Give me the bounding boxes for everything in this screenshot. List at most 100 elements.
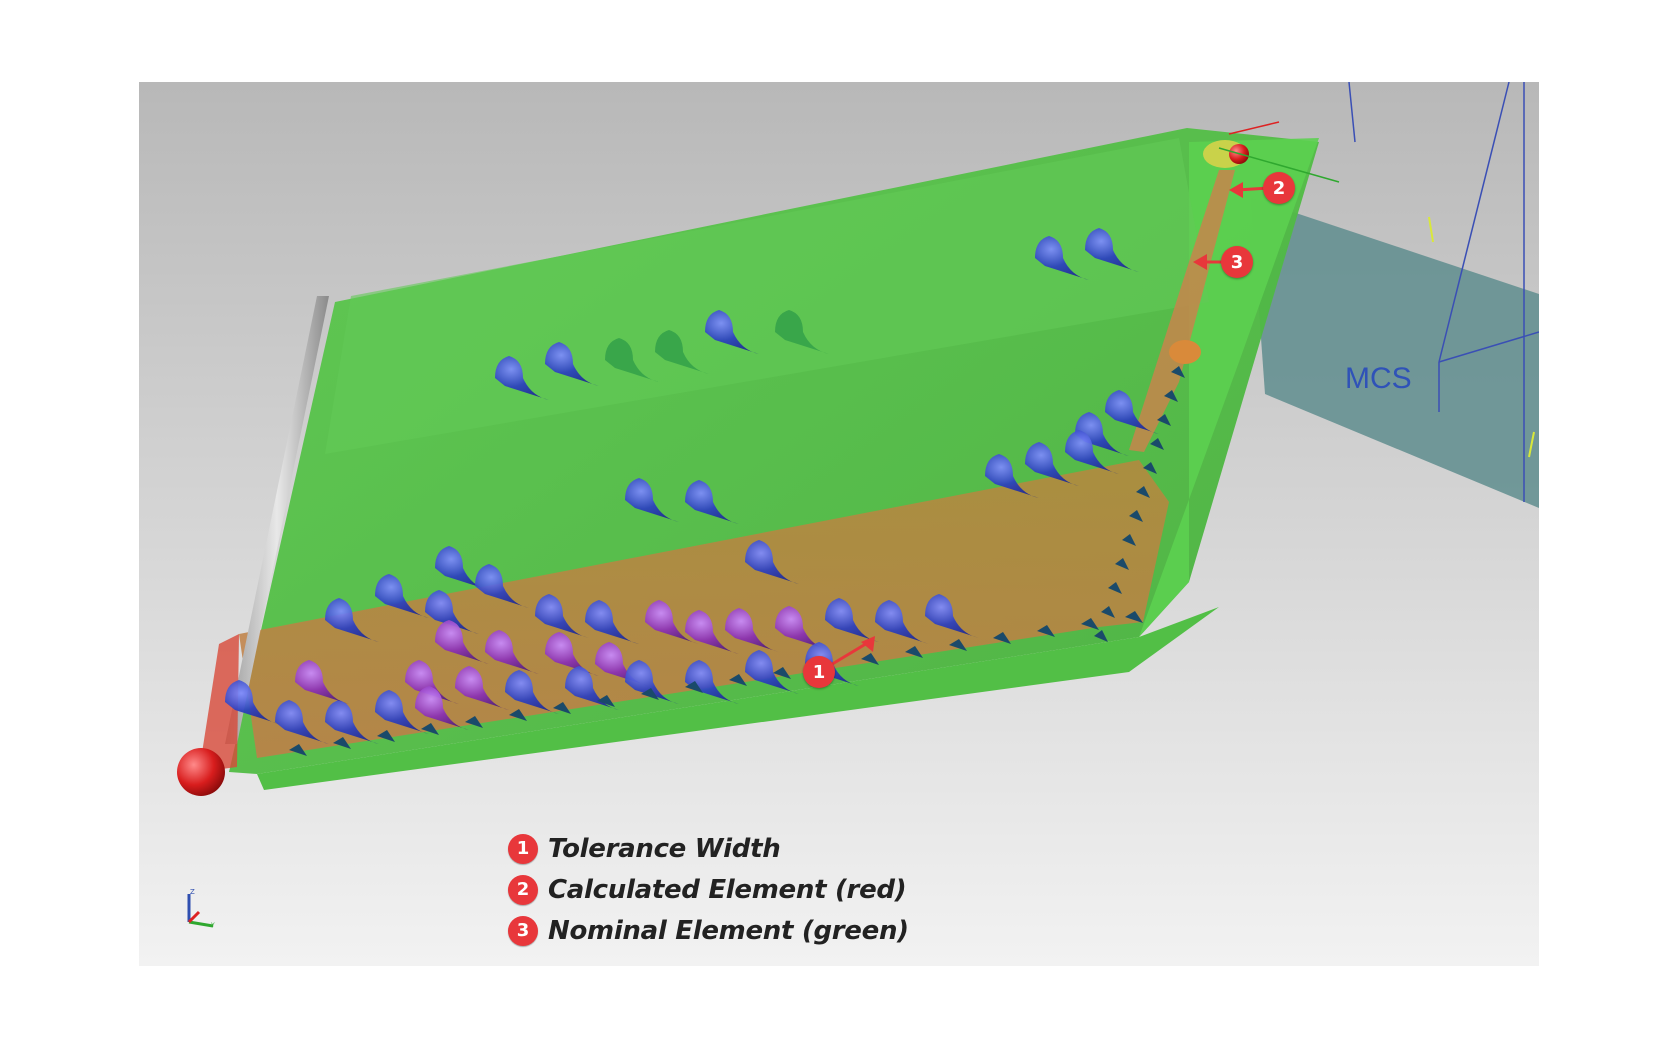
deviation-cone [325,700,379,744]
deviation-pin [289,744,307,756]
deviation-pin [905,646,923,658]
deviation-pin [1150,438,1164,450]
deviation-pin [1125,611,1143,623]
deviation-pin [333,737,351,749]
deviation-cone [495,356,549,400]
deviation-cone [745,650,799,694]
deviation-cone [925,594,979,638]
3d-scene[interactable] [139,82,1539,966]
legend: 1 Tolerance Width 2 Calculated Element (… [508,828,1028,951]
deviation-cone [825,598,879,642]
deviation-pin [729,674,747,686]
nominal-element-right-edge [1139,138,1319,637]
deviation-cone [545,342,599,386]
deviation-cone [485,630,539,674]
calculated-element-ball[interactable] [177,748,225,796]
deviation-cone [295,660,349,704]
deviation-cone [425,590,479,634]
deviation-pin [1136,486,1150,498]
deviation-pin [1094,630,1108,642]
callout-arrowhead-1 [861,636,875,652]
legend-item: 3 Nominal Element (green) [508,910,1028,951]
deviation-cone [745,540,799,584]
deviation-cone [625,478,679,522]
deviation-cone [275,700,329,744]
deviation-pin [1108,582,1122,594]
deviation-cone [685,610,739,654]
deviation-cone [435,546,489,590]
deviation-pin [1115,558,1129,570]
calculated-element-mid [1169,340,1201,364]
deviation-pin [1037,625,1055,637]
deviation-cone [505,670,559,714]
deviation-cone [1085,228,1139,272]
legend-item: 1 Tolerance Width [508,828,1028,869]
deviation-cone [415,686,469,730]
legend-number-badge: 2 [508,874,538,905]
deviation-cone [405,660,459,704]
deviation-pin [1081,618,1099,630]
deviation-pin [553,702,571,714]
deviation-pin [1129,510,1143,522]
deviation-cone [775,310,829,354]
deviation-pin [685,681,703,693]
deviation-pin [465,716,483,728]
deviation-cone [375,574,429,618]
deviation-cone [625,660,679,704]
deviation-cone [685,660,739,704]
mcs-label: MCS [1345,362,1412,395]
deviation-pin [1171,366,1185,378]
3d-viewport[interactable]: MCS 1 2 3 Z Y [139,82,1539,966]
mcs-line [1348,82,1356,143]
axis-triad-y-label: Y [210,922,215,928]
deviation-cone [475,564,529,608]
deviation-cone [705,310,759,354]
deviation-cone [455,666,509,710]
deviation-cone [645,600,699,644]
deviation-cone [535,594,589,638]
legend-label: Tolerance Width [548,833,781,864]
deviation-pin [509,709,527,721]
legend-number-badge: 3 [508,915,538,946]
deviation-cone [565,666,619,710]
deviation-cone [375,690,429,734]
deviation-pin [1143,462,1157,474]
deviation-cone [225,680,279,724]
mcs-tick [1428,216,1434,243]
deviation-pin [377,730,395,742]
deviation-cone [655,330,709,374]
tolerance-band-right [1129,170,1235,452]
callout-3: 3 [1221,246,1253,278]
callout-arrow-1 [828,640,870,668]
deviation-pin [949,639,967,651]
deviation-cones [225,228,1185,756]
deviation-pin [1164,390,1178,402]
deviation-cone [605,338,659,382]
deviation-pin [1122,534,1136,546]
deviation-cone [1035,236,1089,280]
deviation-cone [435,620,489,664]
mcs-line [1438,82,1510,363]
deviation-cone [545,632,599,676]
deviation-cone [1075,412,1129,456]
legend-item: 2 Calculated Element (red) [508,869,1028,910]
axis-line-green [1218,147,1340,183]
deviation-cone [1025,442,1079,486]
deviation-cone [595,642,649,686]
axis-triad-icon[interactable]: Z Y [183,888,219,928]
deviation-pin [1157,414,1171,426]
deviation-cone [1065,430,1119,474]
deviation-cone [325,598,379,642]
mcs-slab [1251,198,1539,508]
edge-rod [225,296,329,744]
deviation-cone [1105,390,1159,434]
legend-label: Nominal Element (green) [548,915,909,946]
deviation-cone [875,600,929,644]
legend-number-badge: 1 [508,833,538,864]
deviation-cone [585,600,639,644]
deviation-pin [597,695,615,707]
surface-highlight [325,138,1209,454]
deviation-pin [641,688,659,700]
deviation-cone [775,606,829,650]
deviation-cone [725,608,779,652]
